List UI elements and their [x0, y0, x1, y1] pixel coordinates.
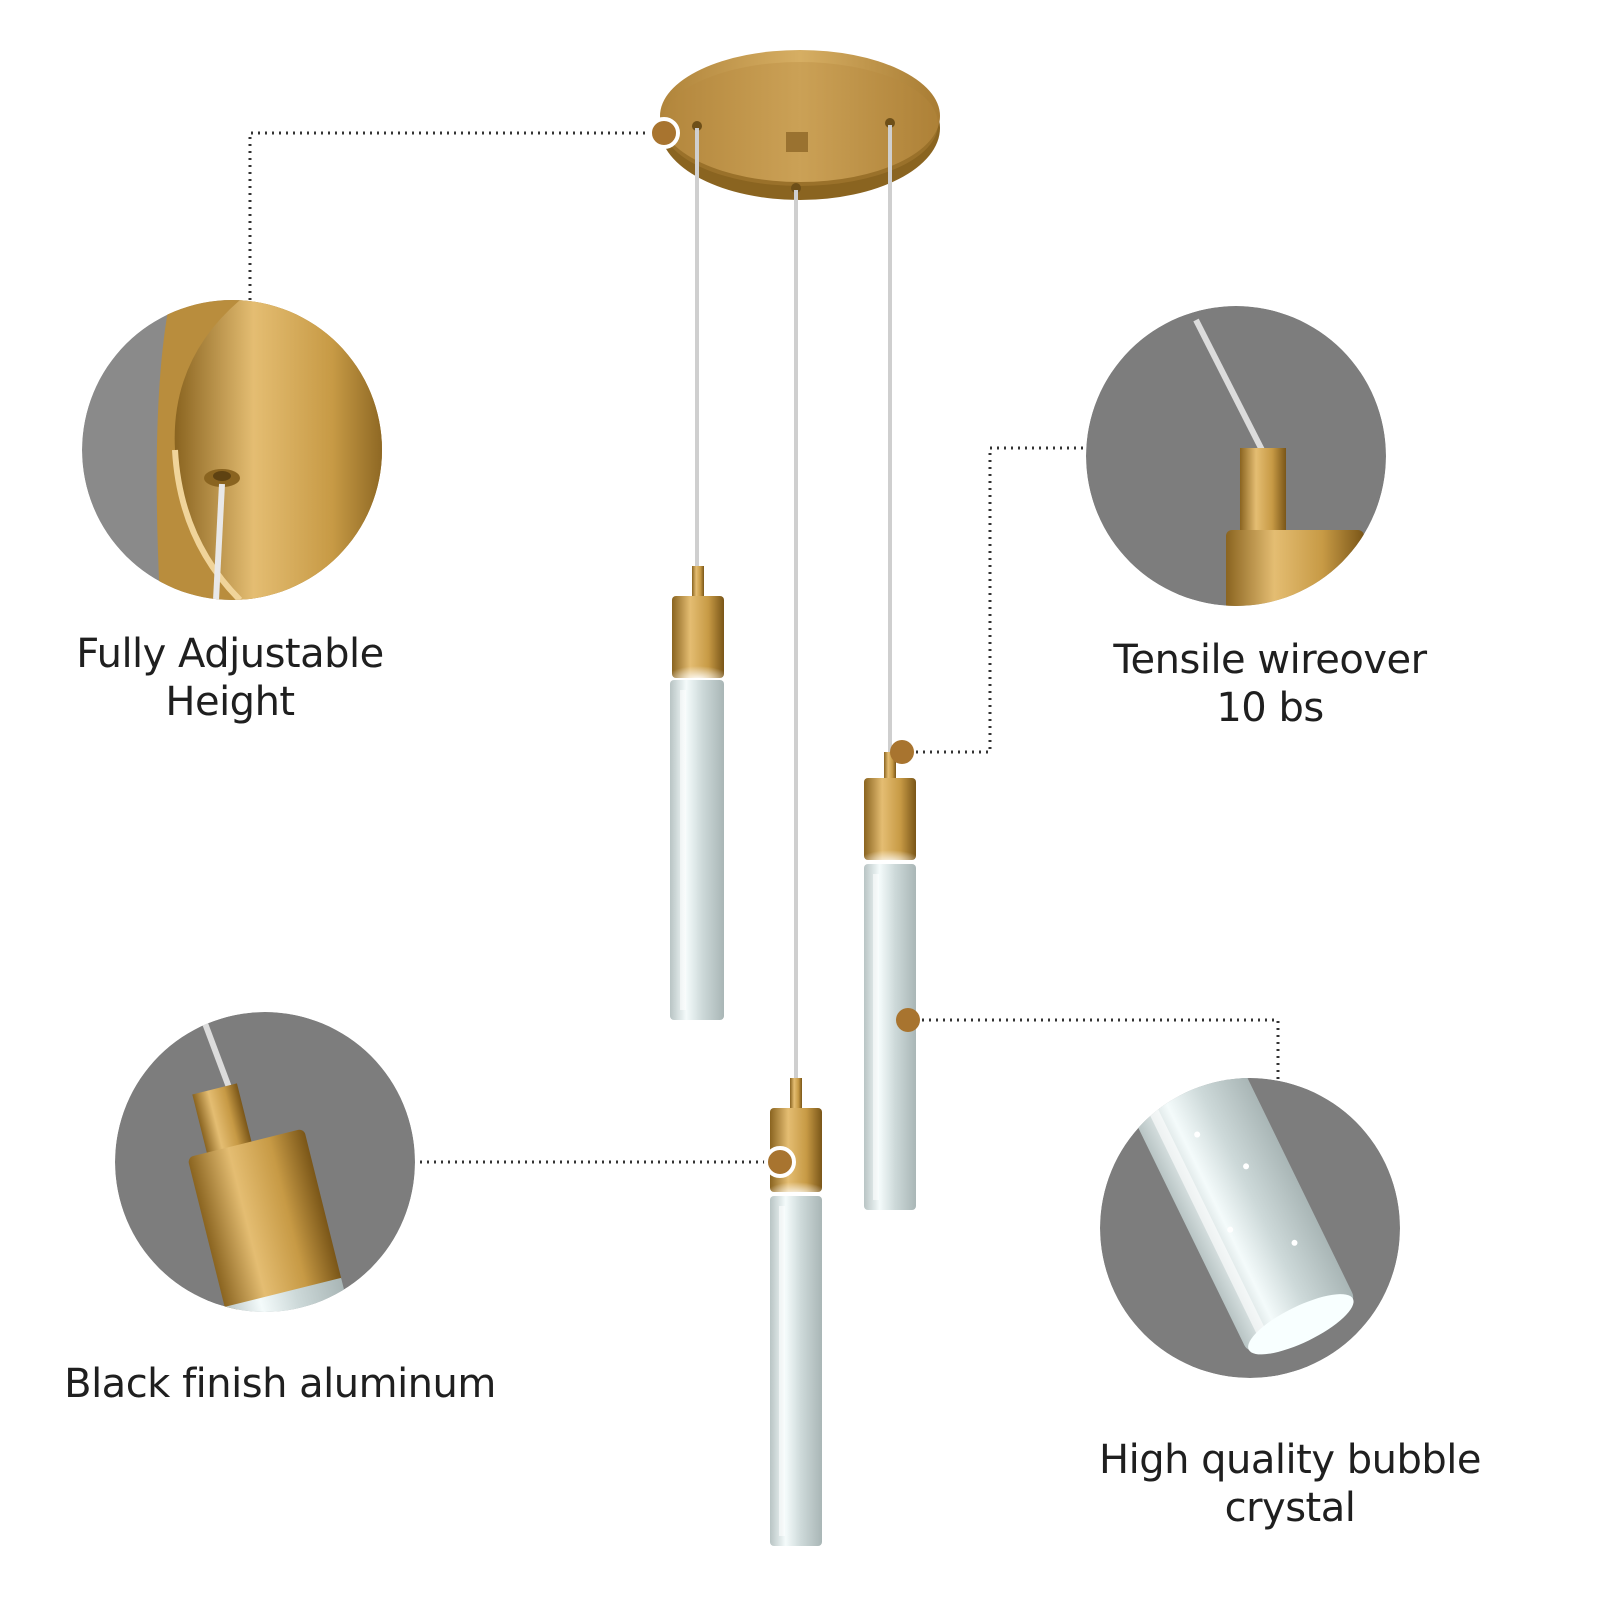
pendant-left: [664, 566, 732, 1020]
connector-height: [248, 131, 652, 305]
marker-aluminum: [764, 1146, 796, 1178]
label-line: crystal: [1224, 1485, 1356, 1531]
pendant-right: [856, 752, 924, 1210]
connector-crystal: [915, 1018, 1280, 1090]
detail-circle-canopy: [82, 300, 382, 600]
label-line: Black finish aluminum: [64, 1361, 496, 1407]
label-tensile-wire: Tensile wireover 10 bs: [1060, 636, 1480, 732]
marker-height: [648, 117, 680, 149]
label-line: 10 bs: [1216, 685, 1324, 731]
marker-wire: [890, 740, 914, 764]
detail-circle-body: [115, 1012, 415, 1312]
label-line: Height: [165, 679, 295, 725]
label-line: Fully Adjustable: [76, 631, 384, 677]
detail-circle-wire: [1086, 306, 1386, 606]
marker-crystal: [896, 1008, 920, 1032]
ceiling-canopy: [660, 50, 940, 200]
callout-markers: [648, 117, 920, 1178]
label-adjustable-height: Fully Adjustable Height: [30, 630, 430, 726]
connector-wire: [910, 446, 1090, 754]
pendant-center: [762, 1078, 830, 1546]
label-line: High quality bubble: [1099, 1437, 1481, 1483]
connector-lines: [248, 131, 1280, 1164]
suspension-wires: [695, 125, 892, 1085]
detail-circle-crystal: [1100, 1078, 1400, 1378]
label-bubble-crystal: High quality bubble crystal: [1060, 1436, 1520, 1532]
label-line: Tensile wireover: [1113, 637, 1427, 683]
label-aluminum-finish: Black finish aluminum: [40, 1360, 520, 1408]
